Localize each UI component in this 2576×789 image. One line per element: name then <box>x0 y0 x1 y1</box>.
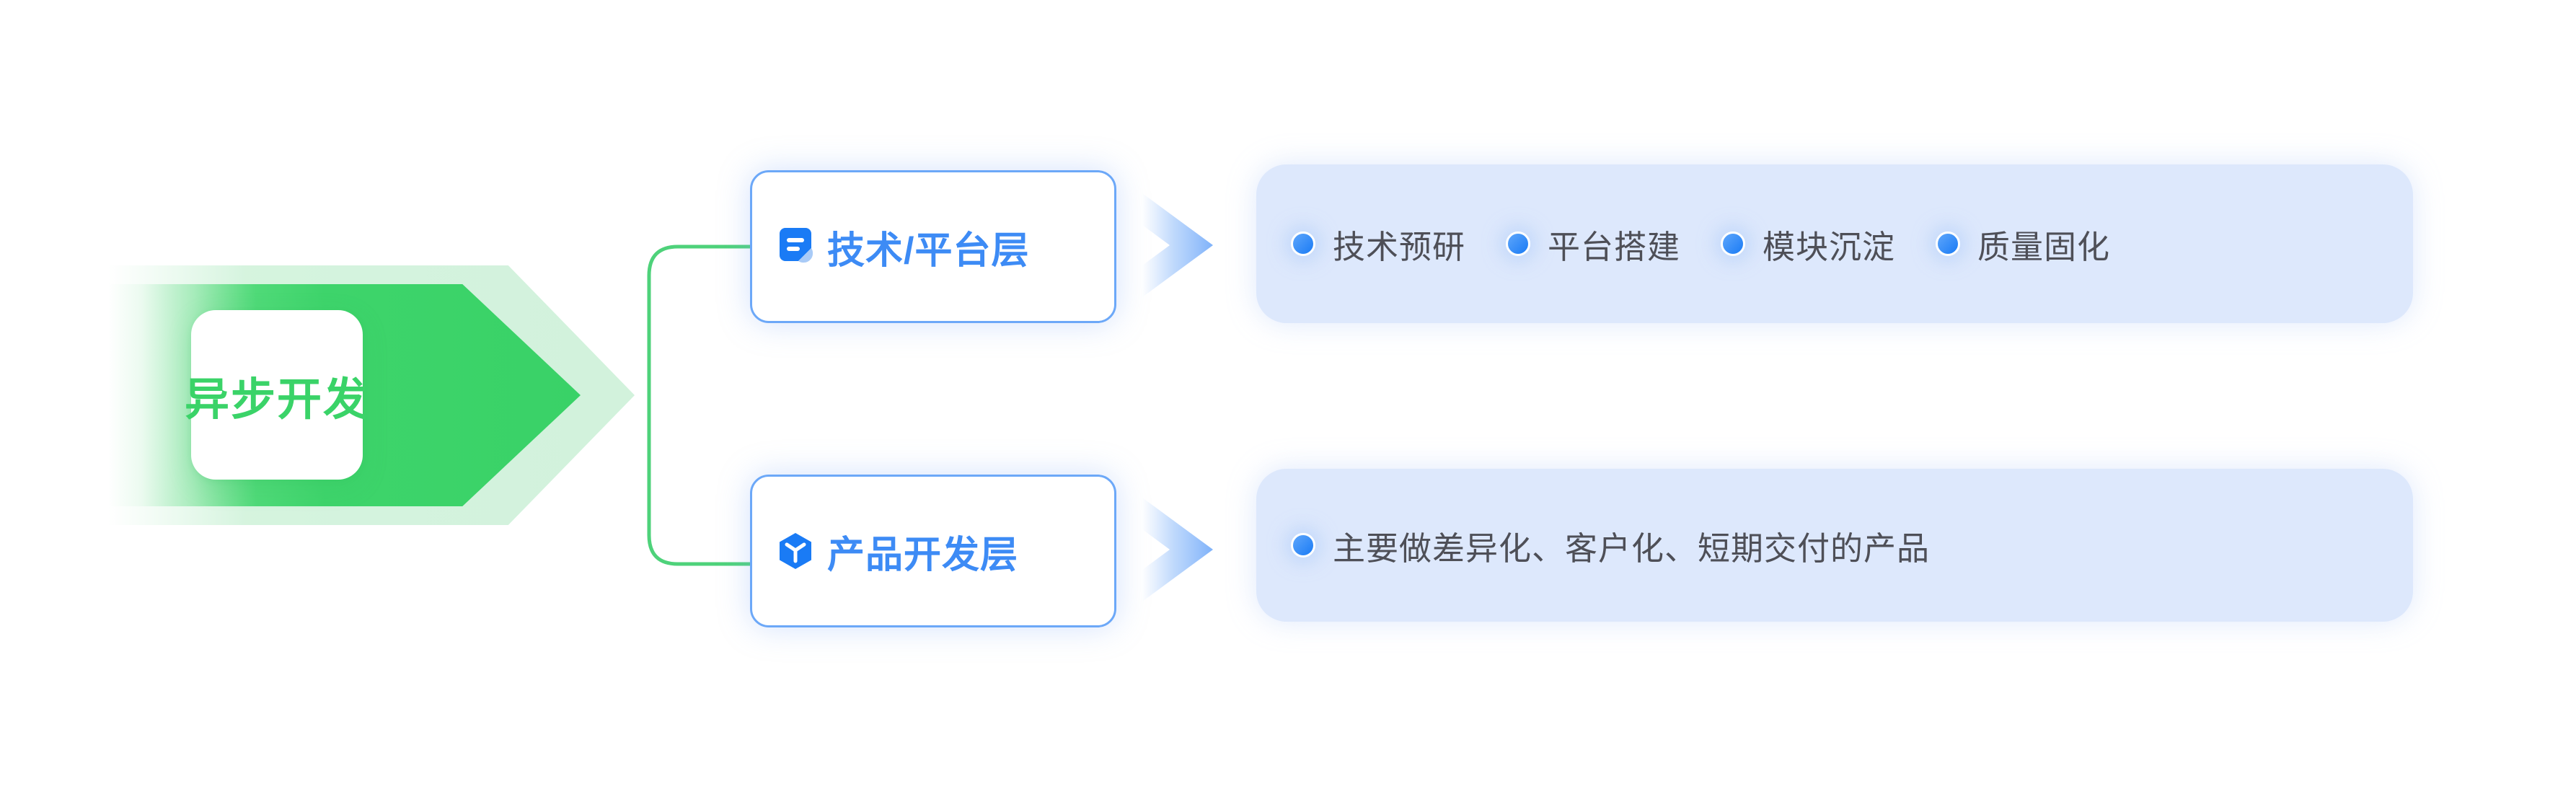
bracket-path <box>647 244 764 566</box>
list-item-label: 质量固化 <box>1977 228 2111 265</box>
list-item-label: 技术预研 <box>1333 228 1466 265</box>
list-item-label: 平台搭建 <box>1548 228 1681 265</box>
info-panel-tech-platform: 技术预研 平台搭建 模块沉淀 质量固化 <box>1256 164 2413 323</box>
layer-card-tech-platform[interactable]: 技术/平台层 <box>750 170 1116 323</box>
bullet-dot-icon <box>1506 232 1531 256</box>
list-item-label: 模块沉淀 <box>1763 228 1896 265</box>
root-arrow-block: 异步开发 <box>108 265 635 525</box>
layer-card-label: 技术/平台层 <box>827 229 1030 272</box>
list-item: 模块沉淀 <box>1721 221 1895 268</box>
bullet-dot-icon <box>1721 232 1746 256</box>
cube-icon <box>775 531 816 571</box>
list-item: 主要做差异化、客户化、短期交付的产品 <box>1291 522 1930 569</box>
list-item: 质量固化 <box>1936 221 2110 268</box>
branch-bracket-connector <box>647 244 764 566</box>
root-node[interactable]: 异步开发 <box>185 310 368 480</box>
layer-card-label: 产品开发层 <box>827 534 1019 576</box>
document-icon <box>775 226 816 267</box>
list-item: 技术预研 <box>1291 221 1465 268</box>
bullet-dot-icon <box>1291 533 1315 557</box>
chevron-right-icon-top <box>1142 193 1213 297</box>
list-item: 平台搭建 <box>1506 221 1680 268</box>
list-item-label: 主要做差异化、客户化、短期交付的产品 <box>1333 529 1931 567</box>
bullet-dot-icon <box>1936 232 1961 256</box>
layer-card-product-dev[interactable]: 产品开发层 <box>750 475 1116 627</box>
bullet-dot-icon <box>1291 232 1315 256</box>
chevron-right-icon-bottom <box>1142 498 1213 601</box>
info-panel-product-dev: 主要做差异化、客户化、短期交付的产品 <box>1256 469 2413 622</box>
root-node-label: 异步开发 <box>185 374 370 425</box>
